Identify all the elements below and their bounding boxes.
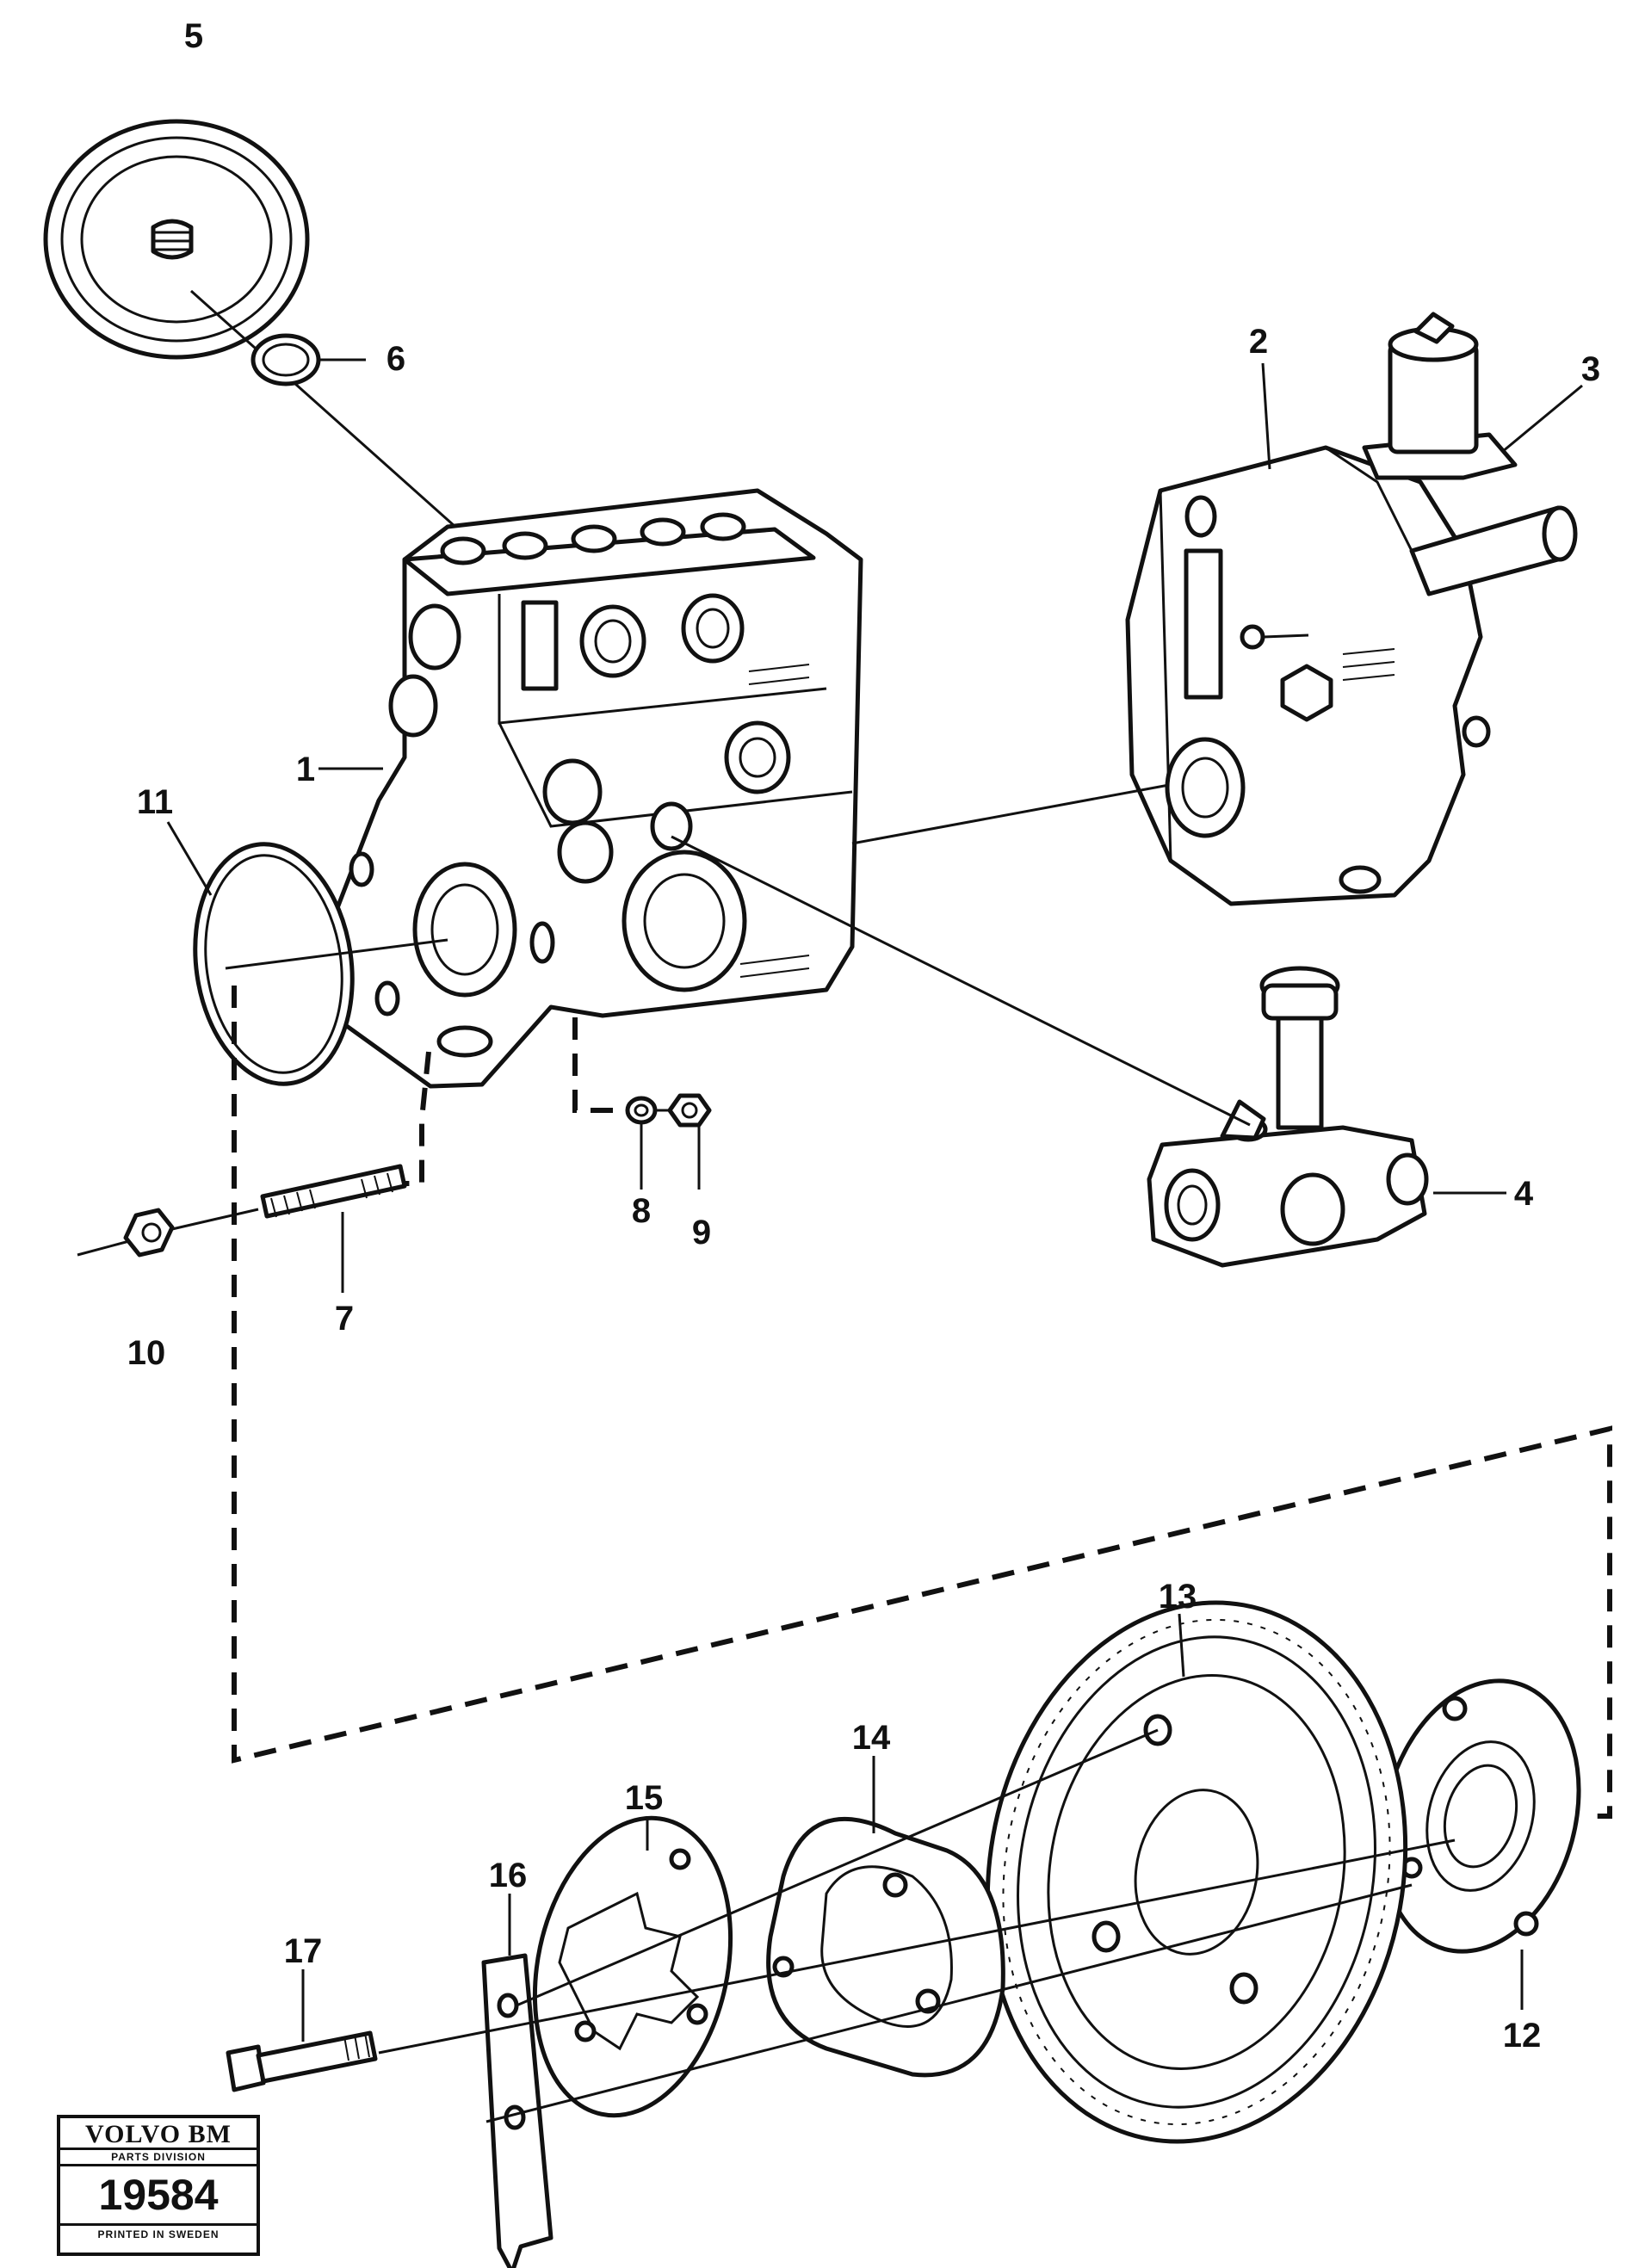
callout-4: 4 [1514, 1175, 1534, 1213]
callout-9: 9 [692, 1214, 711, 1251]
axis-lower-top [516, 1728, 1159, 2007]
stamp-brand: VOLVO BM [60, 2118, 257, 2150]
part-17-bolt [226, 1969, 378, 2092]
volvo-parts-stamp: VOLVO BM PARTS DIVISION 19584 PRINTED IN… [57, 2115, 260, 2256]
stamp-number: 19584 [60, 2166, 257, 2226]
part-6-seal-ring [250, 333, 366, 386]
part-15-lock-plate [532, 1815, 733, 2118]
part-9-nut [667, 1093, 712, 1190]
leader-governor-shaft [851, 783, 1170, 845]
callout-5: 5 [184, 17, 203, 55]
part-14-spacer [766, 1756, 1005, 2078]
part-2-governor-housing [1125, 362, 1578, 906]
dashed-assembly-boundary [232, 986, 1612, 1819]
part-5-cover [43, 119, 464, 535]
part-13-gear [985, 1600, 1408, 2144]
callout-11: 11 [137, 783, 173, 821]
dashed-guide-washer [572, 1017, 627, 1113]
stamp-division: PARTS DIVISION [60, 2150, 257, 2166]
callout-2: 2 [1249, 323, 1268, 361]
callout-8: 8 [632, 1192, 651, 1230]
part-8-washer [625, 1096, 658, 1190]
callout-14: 14 [852, 1719, 891, 1757]
axis-lower-bottom [485, 1883, 1413, 2123]
callout-labels: 5 6 2 3 1 11 4 8 9 7 10 13 14 15 16 17 1… [127, 17, 1600, 2055]
callout-10: 10 [127, 1334, 166, 1372]
callout-1: 1 [296, 751, 315, 788]
callout-16: 16 [489, 1857, 528, 1894]
callout-7: 7 [335, 1300, 354, 1338]
axis-lower-upper [378, 1839, 1456, 2055]
callout-12: 12 [1503, 2017, 1542, 2055]
callout-3: 3 [1581, 350, 1600, 388]
part-4-feed-pump [671, 835, 1506, 1268]
callout-17: 17 [284, 1932, 323, 1970]
callout-6: 6 [387, 340, 405, 378]
part-12-bearing-flange [1380, 1678, 1581, 2010]
part-16-tab-washer [481, 1894, 553, 2268]
part-1-pump-housing [318, 488, 863, 1089]
part-7-stud [260, 1164, 407, 1293]
part-10-nut [77, 1208, 259, 1258]
part-3-stop-solenoid [1362, 312, 1583, 480]
callout-13: 13 [1159, 1578, 1197, 1616]
stamp-printed: PRINTED IN SWEDEN [97, 2228, 220, 2240]
callout-15: 15 [625, 1779, 664, 1817]
